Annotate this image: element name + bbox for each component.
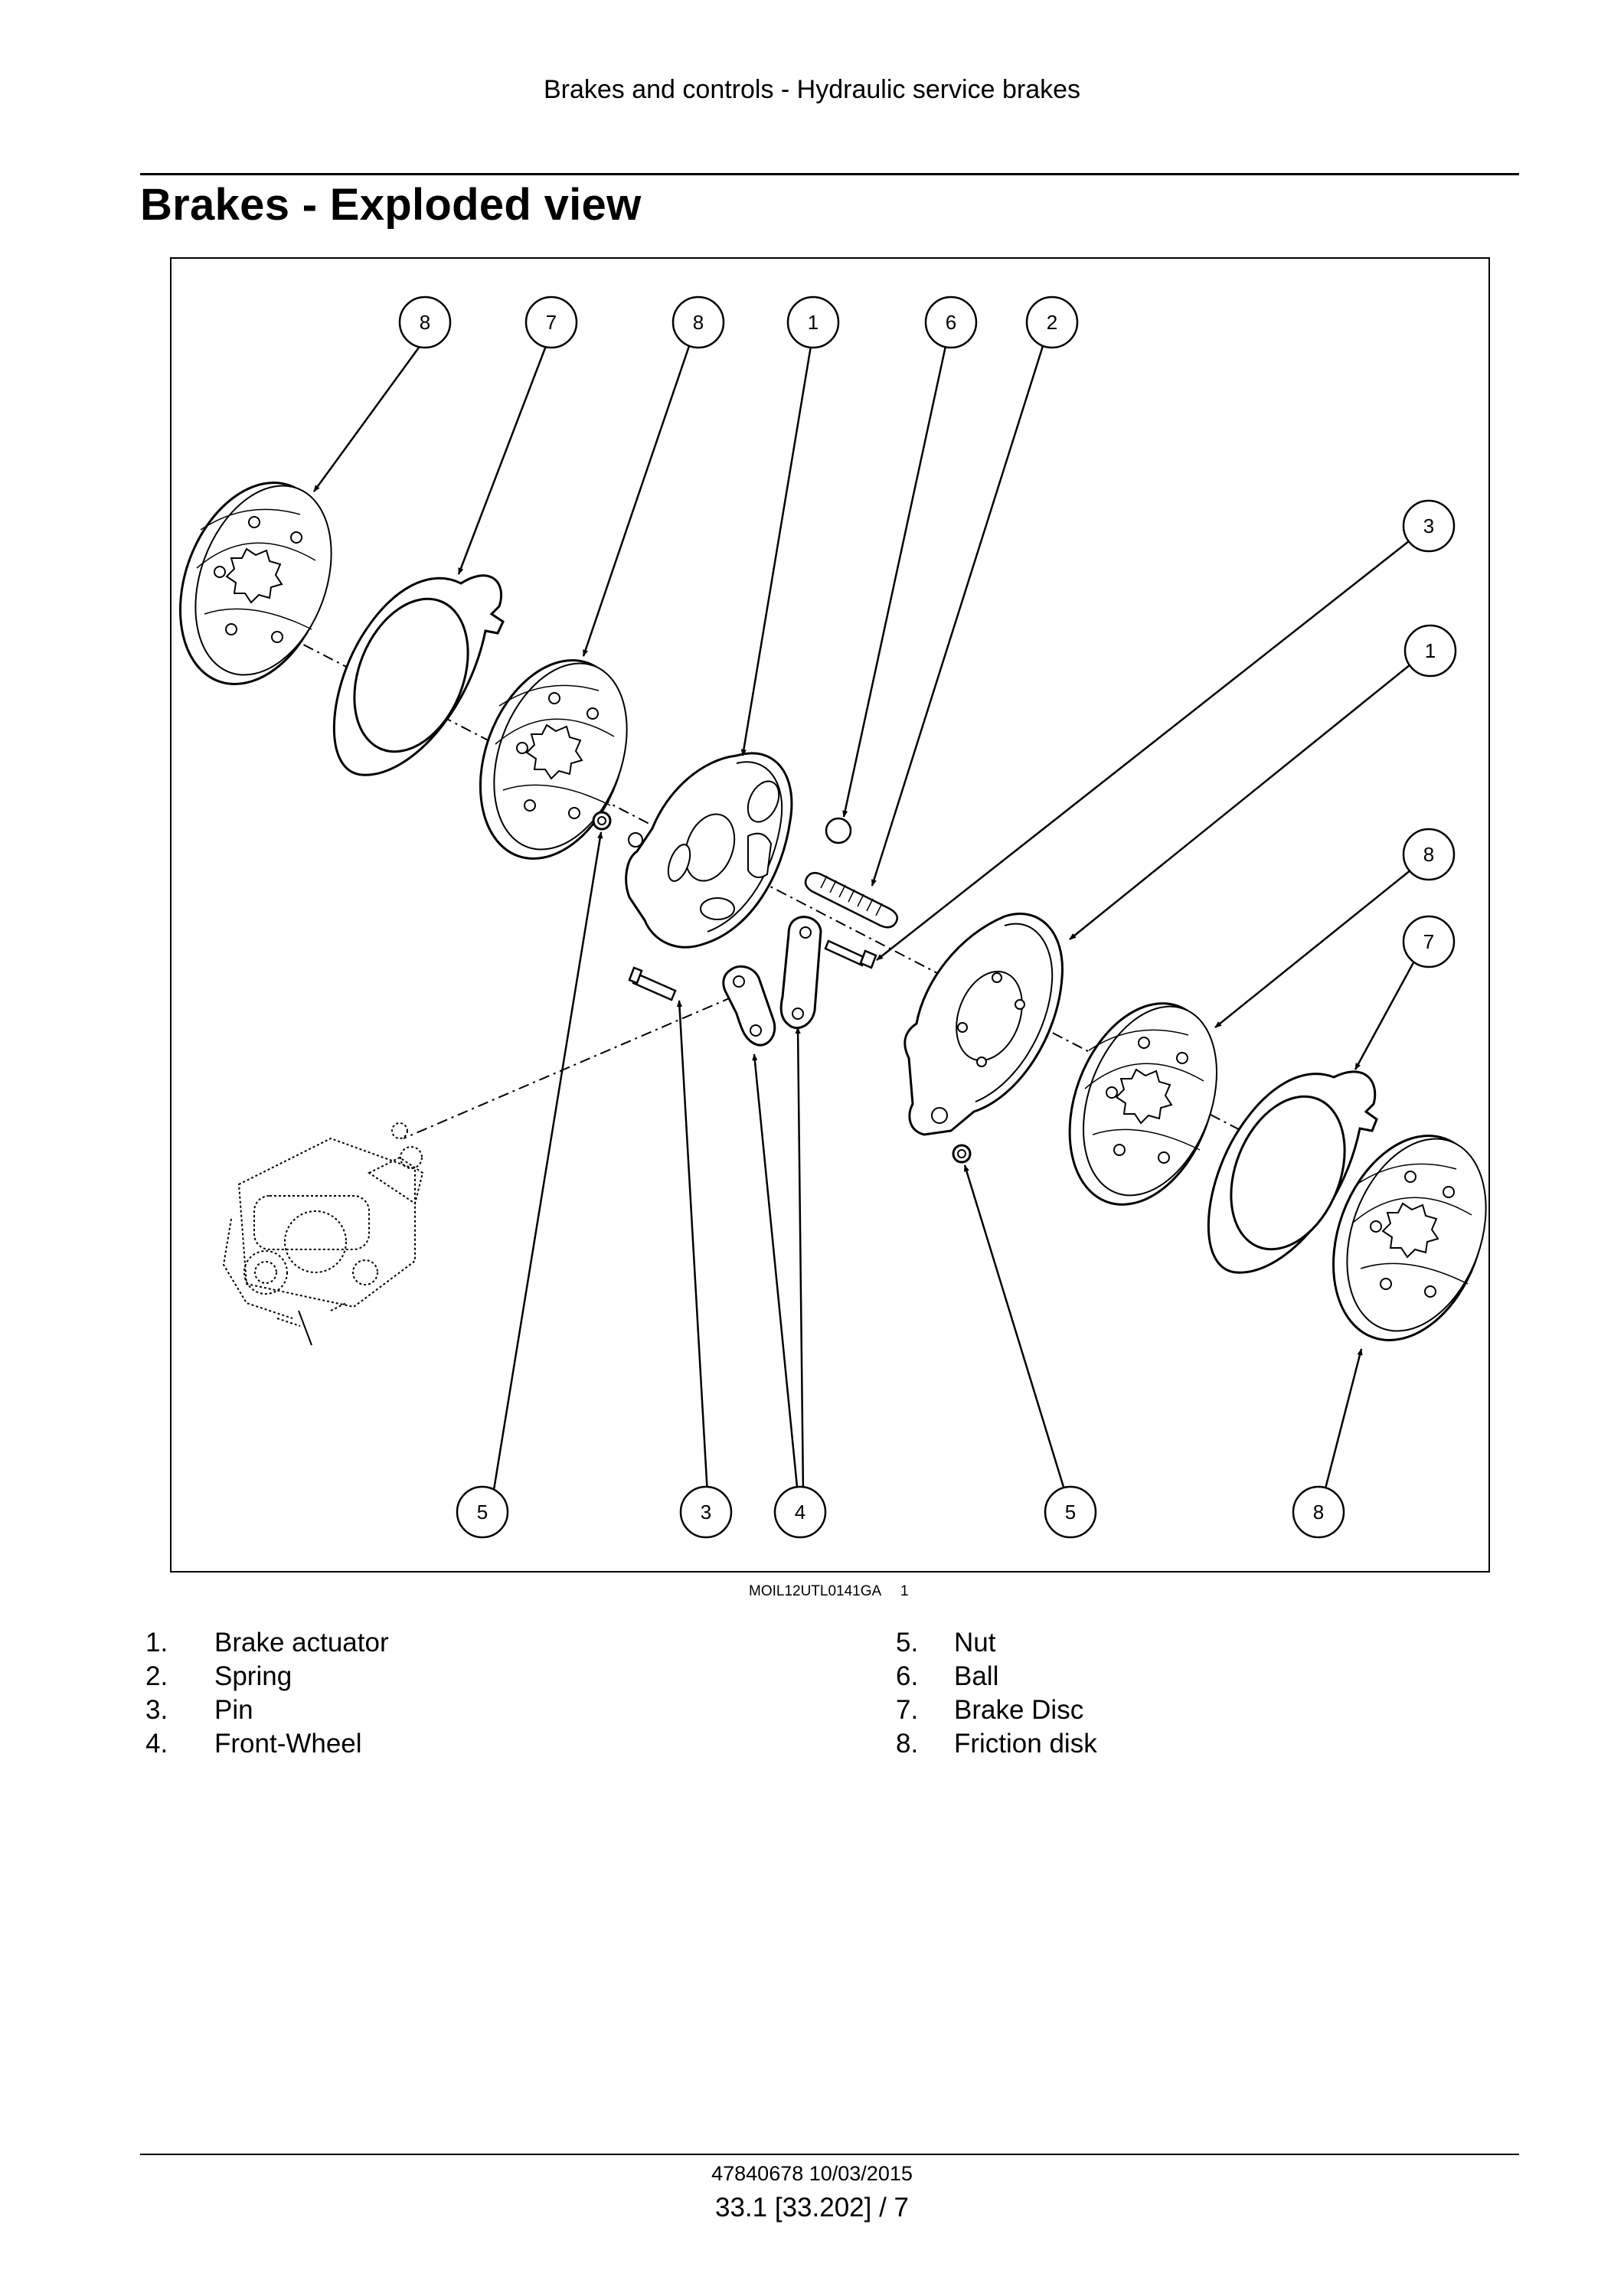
brake-valve-assembly-ghost <box>222 1122 424 1327</box>
callout-8-top-b: 8 <box>671 296 725 349</box>
exploded-view-figure: 8 7 8 1 6 2 3 1 <box>170 257 1490 1573</box>
svg-text:4: 4 <box>795 1501 805 1524</box>
svg-text:5: 5 <box>477 1501 488 1524</box>
legend-item-label: Spring <box>214 1661 292 1691</box>
friction-disk-2 <box>479 659 628 860</box>
figure-number: 1 <box>900 1583 909 1599</box>
brake-disc-1 <box>332 574 505 776</box>
callout-5-bottom-b: 5 <box>1044 1485 1097 1539</box>
legend-item-label: Front-Wheel <box>214 1729 362 1759</box>
legend-item-number: 8. <box>896 1729 919 1759</box>
callout-leaders <box>312 338 1418 1495</box>
header-rule <box>140 173 1519 175</box>
brake-actuator-2 <box>903 913 1064 1136</box>
legend-item-number: 3. <box>145 1695 168 1725</box>
svg-text:3: 3 <box>1423 514 1434 537</box>
svg-text:7: 7 <box>546 311 557 334</box>
callout-6-top: 6 <box>924 296 978 349</box>
legend-item-number: 1. <box>145 1628 168 1657</box>
running-header: Brakes and controls - Hydraulic service … <box>543 75 1081 104</box>
nut-2 <box>952 1144 972 1164</box>
callout-4-bottom: 4 <box>773 1485 827 1539</box>
legend-item-label: Friction disk <box>954 1729 1097 1759</box>
legend-item-label: Pin <box>214 1695 253 1725</box>
callout-1-top: 1 <box>786 296 840 349</box>
figure-id-code: MOIL12UTL0141GA <box>749 1583 882 1599</box>
svg-text:2: 2 <box>1047 311 1057 334</box>
front-wheel-links <box>722 916 822 1047</box>
brake-actuator-1 <box>625 752 793 949</box>
valve-leader <box>298 1310 312 1346</box>
callout-5-bottom-a: 5 <box>456 1485 509 1539</box>
friction-disk-4 <box>1332 1135 1487 1341</box>
page-title: Brakes - Exploded view <box>140 180 642 230</box>
legend-item-number: 2. <box>145 1661 168 1691</box>
legend-item-number: 6. <box>896 1661 919 1691</box>
pin-1 <box>824 939 877 969</box>
svg-text:1: 1 <box>1425 639 1436 662</box>
brake-disc-2 <box>1207 1070 1378 1274</box>
callout-8-bottom: 8 <box>1292 1485 1345 1539</box>
legend-item-number: 5. <box>896 1628 919 1657</box>
callout-3-bottom: 3 <box>679 1485 733 1539</box>
callout-2-top: 2 <box>1025 296 1079 349</box>
legend-item-label: Nut <box>954 1628 996 1657</box>
ball <box>825 817 852 844</box>
legend-item-label: Ball <box>954 1661 999 1691</box>
friction-disk-3 <box>1068 1002 1217 1206</box>
exploded-view-drawing: 8 7 8 1 6 2 3 1 <box>178 296 1487 1539</box>
svg-text:5: 5 <box>1065 1501 1076 1524</box>
svg-text:3: 3 <box>701 1501 711 1524</box>
footer-rule <box>140 2154 1519 2155</box>
callout-7-right: 7 <box>1402 915 1456 968</box>
spring <box>804 871 898 929</box>
legend-item-number: 7. <box>896 1695 919 1725</box>
friction-disk-1 <box>178 482 332 685</box>
legend-item-label: Brake actuator <box>214 1628 389 1657</box>
legend-item-number: 4. <box>145 1729 168 1759</box>
pin-2 <box>628 966 677 1001</box>
svg-text:8: 8 <box>420 311 430 334</box>
svg-text:8: 8 <box>1313 1501 1324 1524</box>
nut-1 <box>592 811 612 831</box>
footer-doc-reference: 47840678 10/03/2015 <box>711 2162 913 2185</box>
callout-8-right: 8 <box>1402 828 1456 881</box>
callout-3-right: 3 <box>1402 499 1456 553</box>
legend-item-label: Brake Disc <box>954 1695 1084 1725</box>
svg-text:8: 8 <box>1423 843 1434 866</box>
svg-text:8: 8 <box>693 311 704 334</box>
callout-1-right: 1 <box>1403 624 1457 678</box>
callout-7-top: 7 <box>524 296 578 349</box>
svg-text:1: 1 <box>808 311 819 334</box>
svg-text:6: 6 <box>946 311 956 334</box>
footer-page-number: 33.1 [33.202] / 7 <box>715 2193 909 2223</box>
callout-8-top-a: 8 <box>398 296 452 349</box>
svg-text:7: 7 <box>1423 930 1434 953</box>
